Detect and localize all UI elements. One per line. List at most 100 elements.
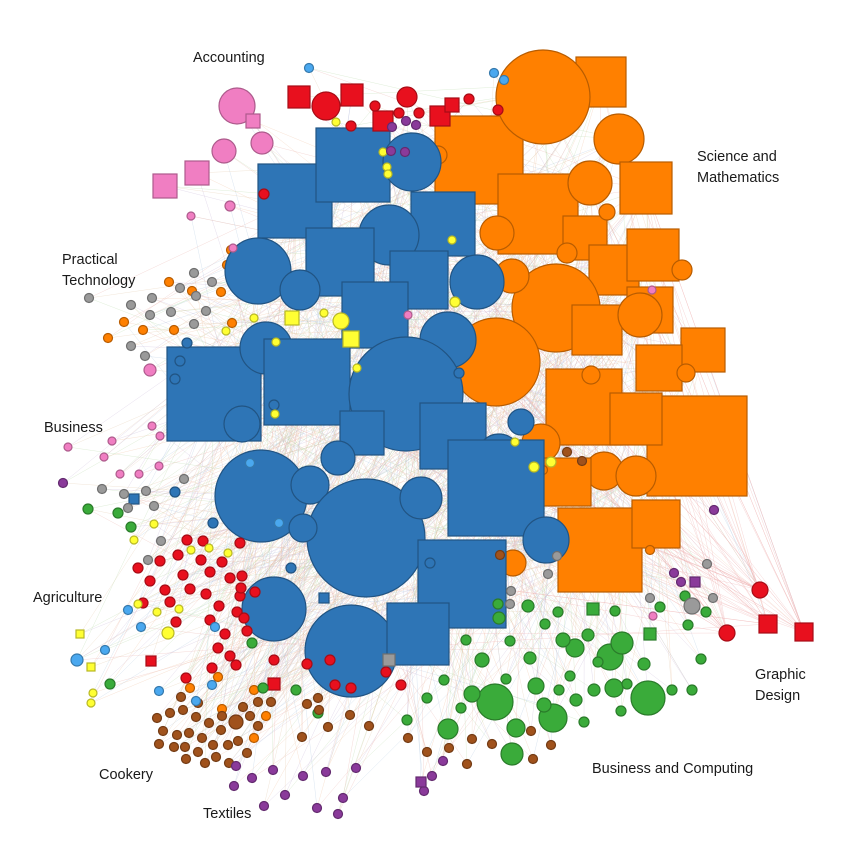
purple-circle-node (258, 800, 270, 812)
brown-circle-node (203, 717, 215, 729)
green-circle-node (609, 605, 621, 617)
gray-circle-node (148, 500, 160, 512)
orange-circle-node (212, 671, 224, 683)
yellow-circle-node (510, 437, 520, 447)
purple-circle-node (246, 772, 258, 784)
purple-square-node (415, 776, 427, 788)
gray-circle-node (83, 292, 95, 304)
lightblue-circle-node (206, 679, 218, 691)
yellow-circle-node (449, 296, 461, 308)
orange-circle-node (644, 544, 656, 556)
gray-circle-node (155, 535, 167, 547)
green-circle-node (421, 692, 433, 704)
label-business: Business (44, 420, 103, 436)
gray-circle-node (122, 502, 134, 514)
red-circle-node (234, 537, 246, 549)
orange-circle-node (184, 682, 196, 694)
red-circle-node (396, 86, 418, 108)
blue-square-node (447, 439, 545, 537)
blue-circle-node (285, 562, 297, 574)
brown-circle-node (265, 696, 277, 708)
green-circle-node (536, 697, 552, 713)
blue-square-node (128, 493, 140, 505)
red-circle-node (159, 584, 171, 596)
purple-circle-node (311, 802, 323, 814)
red-circle-node (224, 650, 236, 662)
yellow-square-node (86, 662, 96, 672)
red-circle-node (181, 534, 193, 546)
green-circle-node (552, 606, 564, 618)
yellow-circle-node (331, 117, 341, 127)
red-circle-node (200, 588, 212, 600)
green-circle-node (604, 678, 624, 698)
yellow-circle-node (86, 698, 96, 708)
orange-circle-node (137, 324, 149, 336)
red-circle-node (235, 582, 247, 594)
blue-circle-node (268, 399, 280, 411)
edge (417, 632, 728, 635)
brown-circle-node (237, 701, 249, 713)
pink-circle-node (228, 243, 238, 253)
yellow-circle-node (223, 548, 233, 558)
pink-circle-node (99, 452, 109, 462)
orange-circle-node (118, 316, 130, 328)
edge (204, 393, 215, 764)
purple-circle-node (230, 760, 242, 772)
label-cookery: Cookery (99, 767, 154, 783)
orange-circle-node (226, 317, 238, 329)
red-circle-node (177, 569, 189, 581)
brown-circle-node (199, 757, 211, 769)
red-circle-node (224, 572, 236, 584)
label-agriculture: Agriculture (33, 590, 102, 606)
red-circle-node (154, 555, 166, 567)
green-square-node (586, 602, 600, 616)
red-square-node (287, 85, 311, 109)
brown-circle-node (494, 549, 506, 561)
yellow-circle-node (383, 169, 393, 179)
brown-circle-node (252, 720, 264, 732)
blue-circle-node (223, 405, 261, 443)
orange-square-node (619, 161, 673, 215)
purple-circle-node (426, 770, 438, 782)
yellow-circle-node (221, 326, 231, 336)
green-circle-node (610, 631, 634, 655)
orange-circle-node (102, 332, 114, 344)
orange-circle-node (163, 276, 175, 288)
gray-circle-node (140, 485, 152, 497)
brown-circle-node (180, 753, 192, 765)
brown-circle-node (576, 455, 588, 467)
red-circle-node (132, 562, 144, 574)
yellow-square-node (284, 310, 300, 326)
red-circle-node (212, 642, 224, 654)
pink-circle-node (155, 431, 165, 441)
green-circle-node (630, 680, 666, 716)
brown-circle-node (207, 739, 219, 751)
lightblue-circle-node (244, 457, 256, 469)
blue-square-node (315, 127, 391, 203)
blue-circle-node (169, 373, 181, 385)
green-circle-node (555, 632, 571, 648)
blue-square-node (386, 602, 450, 666)
red-circle-node (219, 628, 231, 640)
green-circle-node (615, 705, 627, 717)
blue-circle-node (174, 355, 186, 367)
red-circle-node (380, 666, 392, 678)
brown-circle-node (252, 696, 264, 708)
gray-square-node (382, 653, 396, 667)
green-circle-node (474, 652, 490, 668)
blue-circle-node (382, 132, 442, 192)
green-circle-node (666, 684, 678, 696)
purple-circle-node (400, 115, 412, 127)
blue-square-node (410, 191, 476, 257)
purple-circle-node (418, 785, 430, 797)
yellow-circle-node (447, 235, 457, 245)
yellow-circle-node (528, 461, 540, 473)
purple-circle-node (708, 504, 720, 516)
green-circle-node (569, 693, 583, 707)
red-circle-node (164, 596, 176, 608)
orange-circle-node (671, 259, 693, 281)
gray-circle-node (96, 483, 108, 495)
red-circle-node (204, 566, 216, 578)
